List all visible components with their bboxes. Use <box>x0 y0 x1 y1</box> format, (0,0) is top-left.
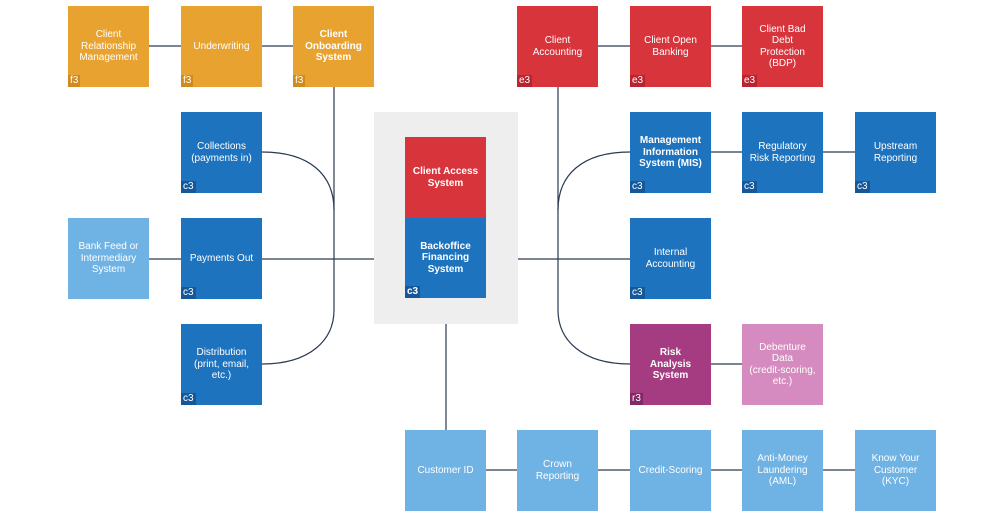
node-collections[interactable]: Collections (payments in) c3 <box>181 112 262 193</box>
node-know-your-customer[interactable]: Know Your Customer (KYC) <box>855 430 936 511</box>
node-badge: e3 <box>742 75 758 87</box>
node-anti-money-laundering[interactable]: Anti-Money Laundering (AML) <box>742 430 823 511</box>
node-label: Underwriting <box>193 40 250 52</box>
connector-mis-bus <box>557 151 631 365</box>
node-label: Credit-Scoring <box>638 464 703 476</box>
node-label: Client Open Banking <box>644 35 697 58</box>
node-label: Debenture Data (credit-scoring, etc.) <box>749 341 816 388</box>
node-badge: c3 <box>181 393 196 405</box>
node-label: Management Information System (MIS) <box>639 135 702 170</box>
node-badge: f3 <box>293 75 306 87</box>
node-badge: e3 <box>517 75 533 87</box>
node-label: Distribution (print, email, etc.) <box>193 347 249 382</box>
connector-collections-bus <box>261 151 335 365</box>
node-bank-feed[interactable]: Bank Feed or Intermediary System <box>68 218 149 299</box>
node-badge: c3 <box>855 181 870 193</box>
node-customer-id[interactable]: Customer ID <box>405 430 486 511</box>
node-label: Crown Reporting <box>535 459 580 482</box>
node-client-onboarding-system[interactable]: Client Onboarding System f3 <box>293 6 374 87</box>
node-client-accounting[interactable]: Client Accounting e3 <box>517 6 598 87</box>
node-label: Collections (payments in) <box>191 141 252 164</box>
node-label: Know Your Customer (KYC) <box>871 453 920 488</box>
node-badge: c3 <box>630 287 645 299</box>
node-label: Client Accounting <box>532 35 583 58</box>
node-client-access-system[interactable]: Client Access System <box>405 137 486 218</box>
node-badge: r3 <box>630 393 643 405</box>
node-badge: c3 <box>181 181 196 193</box>
node-label: Payments Out <box>189 252 254 264</box>
node-label: Internal Accounting <box>645 247 696 270</box>
node-label: Anti-Money Laundering (AML) <box>757 453 808 488</box>
node-badge: e3 <box>630 75 646 87</box>
node-client-open-banking[interactable]: Client Open Banking e3 <box>630 6 711 87</box>
node-risk-analysis-system[interactable]: Risk Analysis System r3 <box>630 324 711 405</box>
node-underwriting[interactable]: Underwriting f3 <box>181 6 262 87</box>
node-payments-out[interactable]: Payments Out c3 <box>181 218 262 299</box>
node-badge: c3 <box>181 287 196 299</box>
node-badge: c3 <box>405 286 421 298</box>
node-credit-scoring[interactable]: Credit-Scoring <box>630 430 711 511</box>
node-client-relationship-management[interactable]: Client Relationship Management f3 <box>68 6 149 87</box>
node-badge: c3 <box>742 181 757 193</box>
node-badge: c3 <box>630 181 645 193</box>
node-badge: f3 <box>181 75 194 87</box>
node-distribution[interactable]: Distribution (print, email, etc.) c3 <box>181 324 262 405</box>
node-upstream-reporting[interactable]: Upstream Reporting c3 <box>855 112 936 193</box>
node-label: Upstream Reporting <box>873 141 918 164</box>
node-label: Client Bad Debt Protection (BDP) <box>759 23 806 70</box>
node-label: Backoffice Financing System <box>420 240 471 275</box>
node-label: Client Onboarding System <box>305 29 362 64</box>
node-crown-reporting[interactable]: Crown Reporting <box>517 430 598 511</box>
node-regulatory-risk-reporting[interactable]: Regulatory Risk Reporting c3 <box>742 112 823 193</box>
node-backoffice-financing-system[interactable]: Backoffice Financing System c3 <box>405 218 486 298</box>
node-label: Customer ID <box>417 464 474 476</box>
node-label: Regulatory Risk Reporting <box>749 141 816 164</box>
node-internal-accounting[interactable]: Internal Accounting c3 <box>630 218 711 299</box>
node-label: Client Relationship Management <box>79 29 138 64</box>
node-debenture-data[interactable]: Debenture Data (credit-scoring, etc.) <box>742 324 823 405</box>
node-client-bad-debt-protection[interactable]: Client Bad Debt Protection (BDP) e3 <box>742 6 823 87</box>
node-label: Client Access System <box>412 166 479 189</box>
node-management-information-system[interactable]: Management Information System (MIS) c3 <box>630 112 711 193</box>
node-badge: f3 <box>68 75 81 87</box>
node-label: Bank Feed or Intermediary System <box>78 241 139 276</box>
node-label: Risk Analysis System <box>649 347 692 382</box>
node-core-system[interactable]: Client Access System Backoffice Financin… <box>405 137 486 298</box>
